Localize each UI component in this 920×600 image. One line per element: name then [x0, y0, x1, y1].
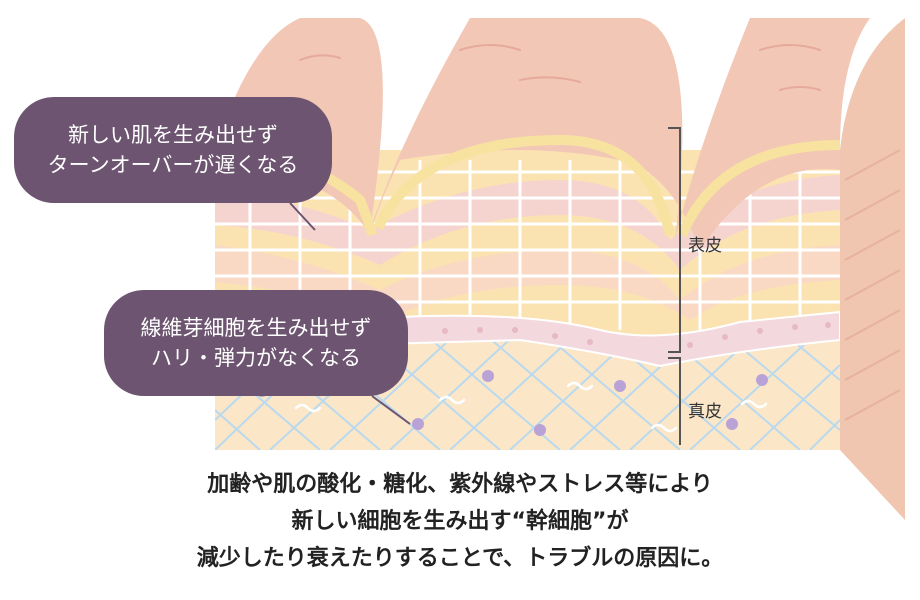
layer-bracket — [668, 127, 681, 445]
caption-line3: 減少したり衰えたりすることで、トラブルの原因に。 — [196, 546, 724, 571]
skin-surface — [214, 18, 870, 250]
epidermis-callout-line2: ターンオーバーが遅くなる — [47, 153, 299, 177]
epidermis-pointer — [289, 202, 316, 231]
side-face — [840, 18, 905, 520]
epidermis-label: 表皮 — [688, 236, 722, 256]
elastin-fibers — [294, 381, 768, 433]
dermis-label: 真皮 — [688, 402, 722, 422]
epidermis-callout-line1: 新しい肌を生み出せず — [68, 123, 278, 147]
caption-line2: 新しい細胞を生み出す“幹細胞”が — [291, 509, 629, 534]
dermis-pointer — [371, 395, 411, 425]
dermis-callout: 線維芽細胞を生み出せず ハリ・弾力がなくなる — [104, 290, 408, 396]
dermis-callout-line2: ハリ・弾力がなくなる — [151, 346, 361, 370]
epidermis-callout: 新しい肌を生み出せず ターンオーバーが遅くなる — [14, 97, 332, 203]
caption-line1: 加齢や肌の酸化・糖化、紫外線やストレス等により — [207, 472, 713, 497]
explanation-caption: 加齢や肌の酸化・糖化、紫外線やストレス等により 新しい細胞を生み出す“幹細胞”が… — [0, 466, 920, 577]
pink-cell-band — [215, 175, 840, 270]
dermis-callout-line1: 線維芽細胞を生み出せず — [140, 316, 372, 340]
